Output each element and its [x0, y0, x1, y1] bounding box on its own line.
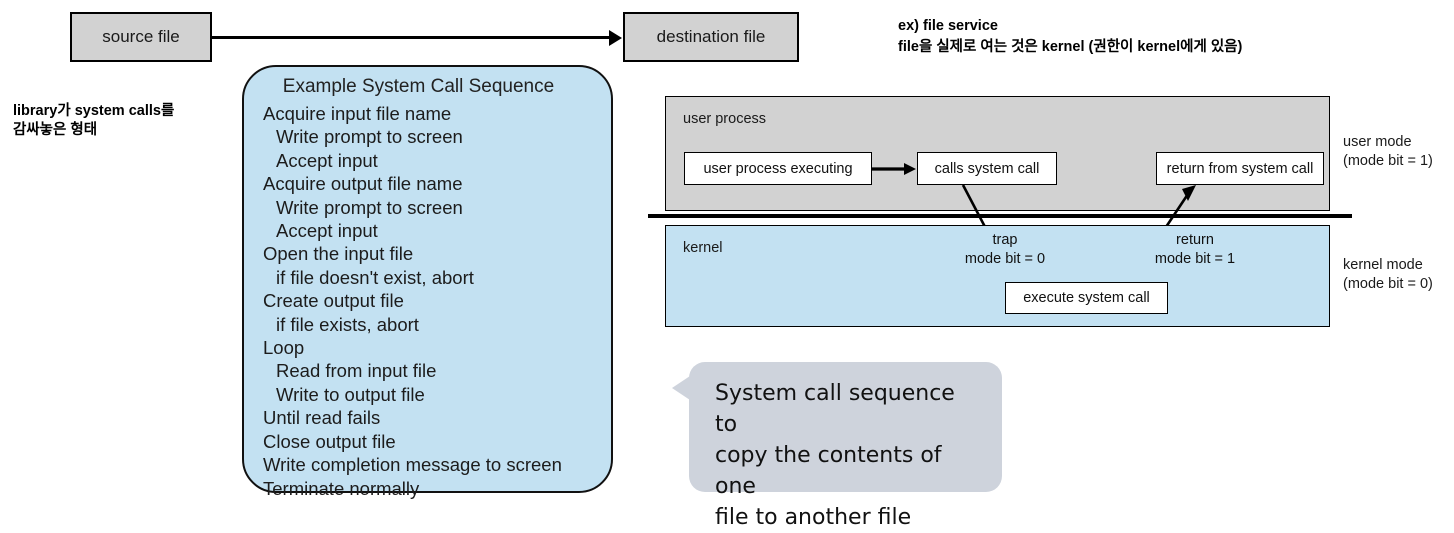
- user-mode-label: user mode (mode bit = 1): [1343, 134, 1433, 169]
- source-to-destination-line: [212, 36, 612, 39]
- list-item: Acquire output file name: [263, 173, 463, 195]
- file-service-annotation-line1: ex) file service: [898, 18, 998, 34]
- list-item: Write prompt to screen: [276, 196, 463, 218]
- list-item: if file doesn't exist, abort: [276, 266, 474, 288]
- list-item: Write prompt to screen: [276, 126, 463, 148]
- example-system-call-sequence-panel: Example System Call Sequence Acquire inp…: [242, 65, 613, 499]
- list-item: Accept input: [276, 149, 378, 171]
- return-from-system-call-box[interactable]: return from system call: [1156, 152, 1324, 185]
- destination-file-box[interactable]: destination file: [623, 12, 799, 62]
- list-item: Loop: [263, 337, 305, 359]
- list-item: if file exists, abort: [276, 313, 419, 335]
- executing-to-calls-arrow: [872, 159, 917, 179]
- trap-mode-bit-label: trap mode bit = 0: [964, 232, 1046, 267]
- return-from-system-call-label: return from system call: [1166, 160, 1314, 177]
- list-item: Acquire input file name: [263, 103, 452, 124]
- list-item: Accept input: [276, 220, 378, 242]
- list-item: Terminate normally: [263, 477, 420, 499]
- callout-bubble-tail: [672, 376, 690, 400]
- calls-system-call-box[interactable]: calls system call: [917, 152, 1057, 185]
- destination-file-label: destination file: [656, 27, 766, 46]
- source-to-destination-arrowhead: [609, 30, 622, 46]
- kernel-zone: [665, 225, 1330, 327]
- file-service-annotation-line2: file을 실제로 여는 것은 kernel (권한이 kernel에게 있음): [898, 39, 1243, 55]
- user-process-executing-box[interactable]: user process executing: [684, 152, 872, 185]
- kernel-mode-label: kernel mode (mode bit = 0): [1343, 257, 1433, 292]
- calls-system-call-label: calls system call: [934, 160, 1040, 177]
- execute-system-call-label: execute system call: [1023, 290, 1150, 306]
- callout-bubble: System call sequence to copy the content…: [689, 362, 1002, 530]
- library-wrapper-annotation: library가 system calls를 감싸놓은 형태: [13, 103, 175, 138]
- source-file-label: source file: [102, 27, 180, 46]
- user-kernel-divider: [648, 214, 1352, 218]
- list-item: Create output file: [263, 290, 404, 312]
- execute-system-call-box[interactable]: execute system call: [1005, 282, 1168, 314]
- source-file-box[interactable]: source file: [70, 12, 212, 62]
- list-item: Until read fails: [263, 407, 381, 429]
- sequence-step-list: Acquire input file name Write prompt to …: [244, 102, 611, 500]
- user-process-zone-label: user process: [683, 111, 767, 127]
- list-item: Read from input file: [276, 360, 437, 382]
- return-mode-bit-label: return mode bit = 1: [1154, 232, 1236, 267]
- list-item: Open the input file: [263, 243, 414, 265]
- user-process-executing-label: user process executing: [703, 160, 853, 177]
- kernel-zone-label: kernel: [683, 240, 723, 256]
- sequence-panel-title: Example System Call Sequence: [282, 76, 555, 97]
- list-item: Write to output file: [276, 383, 425, 405]
- list-item: Close output file: [263, 430, 396, 452]
- file-service-annotation: ex) file service file을 실제로 여는 것은 kernel …: [898, 16, 1418, 58]
- list-item: Write completion message to screen: [263, 454, 562, 476]
